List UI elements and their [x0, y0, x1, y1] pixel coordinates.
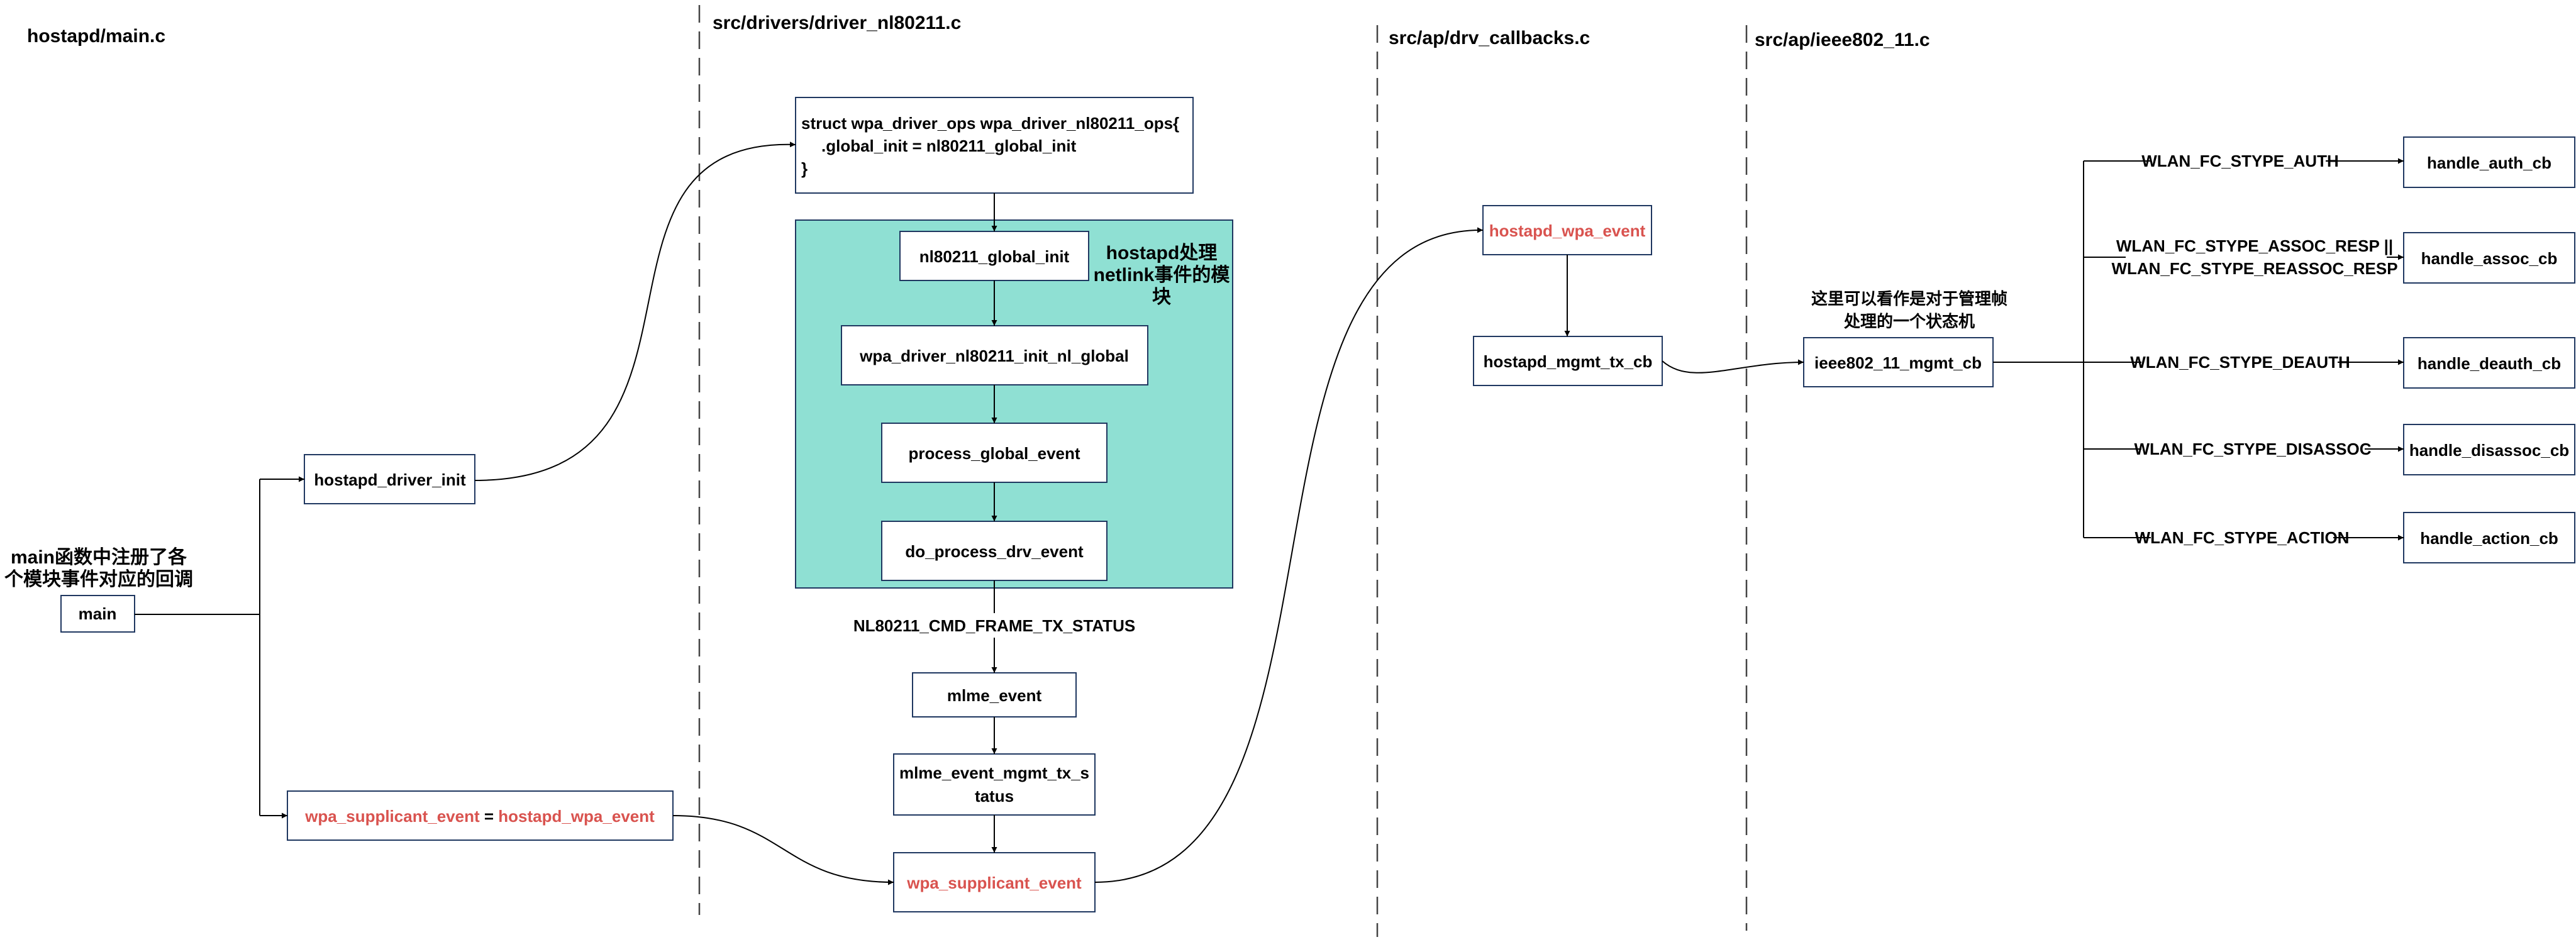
node-label: handle_disassoc_cb: [2409, 441, 2569, 460]
column-header-driver: src/drivers/driver_nl80211.c: [713, 13, 961, 33]
region-note-line: hostapd处理: [1106, 243, 1218, 263]
node-handle-auth-cb[interactable]: handle_auth_cb: [2403, 136, 2575, 188]
node-label: do_process_drv_event: [905, 542, 1084, 561]
state-note-line: 处理的一个状态机: [1843, 312, 1975, 331]
node-init-nl-global[interactable]: wpa_driver_nl80211_init_nl_global: [841, 325, 1148, 385]
edge-label-stype-assoc: WLAN_FC_STYPE_REASSOC_RESP: [2111, 259, 2397, 278]
code-line: }: [801, 159, 808, 178]
node-label: main: [79, 604, 117, 623]
node-nl80211-global-init[interactable]: nl80211_global_init: [899, 231, 1089, 281]
node-label: mlme_event_mgmt_tx_s: [899, 763, 1089, 782]
code-line: .global_init = nl80211_global_init: [821, 136, 1077, 155]
node-ops-struct[interactable]: struct wpa_driver_ops wpa_driver_nl80211…: [795, 97, 1194, 194]
node-label: hostapd_driver_init: [314, 470, 466, 489]
node-hostapd-driver-init[interactable]: hostapd_driver_init: [304, 454, 475, 504]
node-label: tatus: [975, 787, 1014, 806]
node-handle-assoc-cb[interactable]: handle_assoc_cb: [2403, 232, 2575, 284]
node-label: hostapd_mgmt_tx_cb: [1484, 352, 1653, 371]
node-label: wpa_supplicant_event = hostapd_wpa_event: [304, 807, 655, 826]
column-header-main: hostapd/main.c: [27, 26, 165, 47]
node-hostapd-wpa-event[interactable]: hostapd_wpa_event: [1482, 205, 1652, 255]
node-handle-disassoc-cb[interactable]: handle_disassoc_cb: [2403, 424, 2575, 475]
node-label: handle_assoc_cb: [2421, 249, 2558, 268]
region-note-line: netlink事件的模: [1094, 265, 1230, 285]
node-label: mlme_event: [947, 686, 1042, 705]
edge-label-stype-action: WLAN_FC_STYPE_ACTION: [2135, 528, 2350, 547]
edge-label-stype-auth: WLAN_FC_STYPE_AUTH: [2141, 152, 2338, 170]
node-handle-action-cb[interactable]: handle_action_cb: [2403, 512, 2575, 563]
node-process-global-event[interactable]: process_global_event: [881, 423, 1108, 483]
node-wpa-supplicant-event[interactable]: wpa_supplicant_event: [893, 852, 1096, 912]
node-mlme-event[interactable]: mlme_event: [912, 672, 1077, 718]
edge-label-stype-assoc: WLAN_FC_STYPE_ASSOC_RESP ||: [2116, 236, 2393, 255]
edge-label-stype-disassoc: WLAN_FC_STYPE_DISASSOC: [2134, 440, 2371, 458]
node-label: wpa_driver_nl80211_init_nl_global: [859, 346, 1129, 365]
node-label: nl80211_global_init: [919, 247, 1070, 266]
curve-supplicant-event-to-hostapd-wpa-event: [1094, 227, 1484, 883]
main-note-line: 个模块事件对应的回调: [4, 568, 193, 590]
node-label: handle_action_cb: [2420, 529, 2558, 548]
node-handle-deauth-cb[interactable]: handle_deauth_cb: [2403, 337, 2575, 389]
code-line: struct wpa_driver_ops wpa_driver_nl80211…: [801, 114, 1179, 133]
node-hostapd-mgmt-tx-cb[interactable]: hostapd_mgmt_tx_cb: [1473, 336, 1663, 386]
curve-driver-init-to-ops: [474, 141, 796, 481]
edge-label-stype-deauth: WLAN_FC_STYPE_DEAUTH: [2130, 353, 2350, 372]
state-note-line: 这里可以看作是对于管理帧: [1811, 289, 2007, 308]
node-do-process-drv-event[interactable]: do_process_drv_event: [881, 521, 1108, 581]
main-note-line: main函数中注册了各: [11, 546, 187, 568]
node-mlme-event-mgmt-tx-status[interactable]: mlme_event_mgmt_tx_s tatus: [893, 753, 1096, 816]
region-note-line: 块: [1152, 287, 1171, 308]
node-label: ieee802_11_mgmt_cb: [1814, 353, 1982, 372]
column-header-ieee: src/ap/ieee802_11.c: [1755, 30, 1930, 50]
curve-assignment-to-wpa-supplicant-event: [672, 815, 894, 885]
node-label: wpa_supplicant_event: [906, 873, 1082, 892]
edge-label-frame-tx-status: NL80211_CMD_FRAME_TX_STATUS: [853, 616, 1135, 635]
node-label: handle_auth_cb: [2427, 153, 2551, 172]
node-label: handle_deauth_cb: [2418, 354, 2561, 373]
node-main[interactable]: main: [60, 595, 135, 633]
node-label: hostapd_wpa_event: [1489, 221, 1646, 240]
column-header-callbacks: src/ap/drv_callbacks.c: [1389, 28, 1590, 48]
node-ieee802-11-mgmt-cb[interactable]: ieee802_11_mgmt_cb: [1803, 337, 1994, 387]
node-label: process_global_event: [908, 444, 1080, 463]
node-event-assignment[interactable]: wpa_supplicant_event = hostapd_wpa_event: [287, 790, 674, 841]
curve-mgmt-tx-cb-to-ieee-mgmt-cb: [1662, 359, 1804, 374]
